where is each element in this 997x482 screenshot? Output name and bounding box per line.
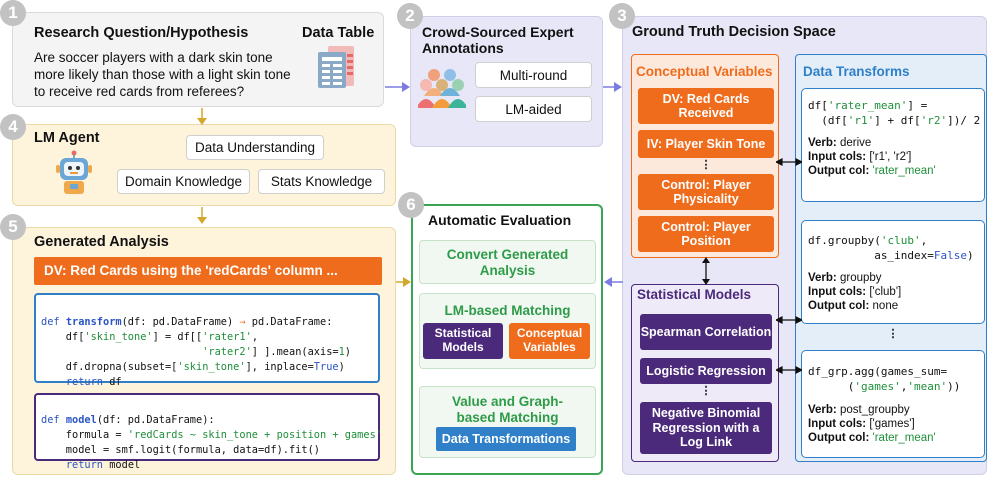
transforms-connectors: [776, 158, 802, 374]
conceptual-variables-title: Conceptual Variables: [636, 64, 773, 79]
dv-banner: DV: Red Cards using the 'redCards' colum…: [34, 257, 382, 285]
derive-verb: Verb: derive: [808, 137, 872, 149]
ground-truth-title: Ground Truth Decision Space: [632, 24, 836, 40]
automatic-evaluation-title: Automatic Evaluation: [428, 212, 572, 228]
model-ellipsis: ⋮: [700, 385, 712, 397]
transform-card-groupby: [801, 220, 985, 324]
concept-dv-red-cards: DV: Red Cards Received: [638, 88, 774, 124]
lm-agent-title: LM Agent: [34, 130, 100, 146]
groupby-verb: Verb: groupby: [808, 272, 882, 284]
derive-code-line-1: df['rater_mean'] =: [808, 99, 928, 112]
groupby-output: Output col: none: [808, 300, 899, 312]
arrow-question-to-annotations: [385, 82, 410, 92]
agg-code-line-2: ('games','mean')): [808, 380, 961, 393]
model-logistic-regression: Logistic Regression: [640, 358, 772, 384]
groupby-code-line-2: as_index=False): [808, 249, 974, 262]
derive-input: Input cols: ['r1', 'r2']: [808, 151, 912, 163]
data-table-icon: [316, 44, 356, 90]
arrow-question-to-agent: [197, 108, 207, 125]
post-groupby-input: Input cols: ['games']: [808, 418, 915, 430]
robot-icon: [52, 150, 96, 196]
model-code-box: [34, 393, 380, 461]
post-groupby-verb: Verb: post_groupby: [808, 404, 910, 416]
transform-card-post-groupby: [801, 350, 985, 458]
concept-control-physicality: Control: Player Physicality: [638, 174, 774, 210]
multi-round-button[interactable]: Multi-round: [475, 62, 592, 88]
data-table-label: Data Table: [302, 25, 375, 41]
step-number-3: 3: [609, 3, 635, 29]
concept-ellipsis: ⋮: [700, 159, 712, 171]
derive-code-line-2: (df['r1'] + df['r2'])/ 2: [808, 114, 981, 127]
lm-matching-label: LM-based Matching: [444, 303, 571, 318]
step-number-5: 5: [0, 214, 26, 240]
domain-knowledge-box: Domain Knowledge: [117, 169, 250, 194]
step-number-2: 2: [397, 3, 423, 29]
crowd-annotations-title: Crowd-Sourced Expert Annotations: [422, 24, 574, 56]
transform-code: def transform(df: pd.DataFrame) → pd.Dat…: [41, 316, 351, 388]
model-code: def model(df: pd.DataFrame): formula = '…: [41, 414, 382, 471]
groupby-input: Input cols: ['club']: [808, 286, 902, 298]
step-number-1: 1: [0, 0, 26, 26]
lm-conceptual-variables: Conceptual Variables: [509, 323, 590, 359]
concept-iv-skin-tone: IV: Player Skin Tone: [638, 130, 774, 158]
concept-model-connector: [702, 257, 710, 285]
step-number-4: 4: [0, 114, 26, 140]
statistical-models-title: Statistical Models: [637, 287, 752, 302]
post-groupby-output: Output col: 'rater_mean': [808, 432, 936, 444]
groupby-code-line-1: df.groupby('club',: [808, 234, 928, 247]
convert-analysis-label: Convert Generated Analysis: [446, 247, 569, 278]
lm-statistical-models: Statistical Models: [423, 323, 503, 359]
research-question-title: Research Question/Hypothesis: [34, 25, 249, 41]
data-understanding-box: Data Understanding: [186, 135, 324, 160]
arrow-ground-truth-to-evaluation: [604, 277, 623, 287]
generated-analysis-title: Generated Analysis: [34, 234, 169, 250]
derive-output: Output col: 'rater_mean': [808, 165, 936, 177]
lm-aided-button[interactable]: LM-aided: [475, 96, 592, 122]
model-negative-binomial: Negative Binomial Regression with a Log …: [640, 402, 772, 454]
value-graph-matching-label: Value and Graph-based Matching: [451, 394, 564, 425]
convert-analysis-box: Convert Generated Analysis: [419, 240, 596, 284]
transform-card-derive: [801, 88, 985, 202]
people-icon: [416, 66, 468, 108]
transform-ellipsis: ⋮: [887, 328, 899, 340]
agg-code-line-1: df_grp.agg(games_sum=: [808, 365, 948, 378]
data-transformations-chip: Data Transformations: [436, 427, 576, 451]
step-number-6: 6: [398, 192, 424, 218]
concept-control-position: Control: Player Position: [638, 216, 774, 252]
data-transforms-title: Data Transforms: [803, 64, 910, 79]
research-question-text: Are soccer players with a dark skin tone…: [34, 50, 291, 99]
model-spearman: Spearman Correlation: [640, 314, 772, 350]
arrow-agent-to-analysis: [197, 207, 207, 224]
transform-code-box: [34, 293, 380, 383]
arrow-annotations-to-ground-truth: [603, 82, 622, 92]
arrow-analysis-to-evaluation: [396, 277, 411, 287]
stats-knowledge-box: Stats Knowledge: [258, 169, 385, 194]
